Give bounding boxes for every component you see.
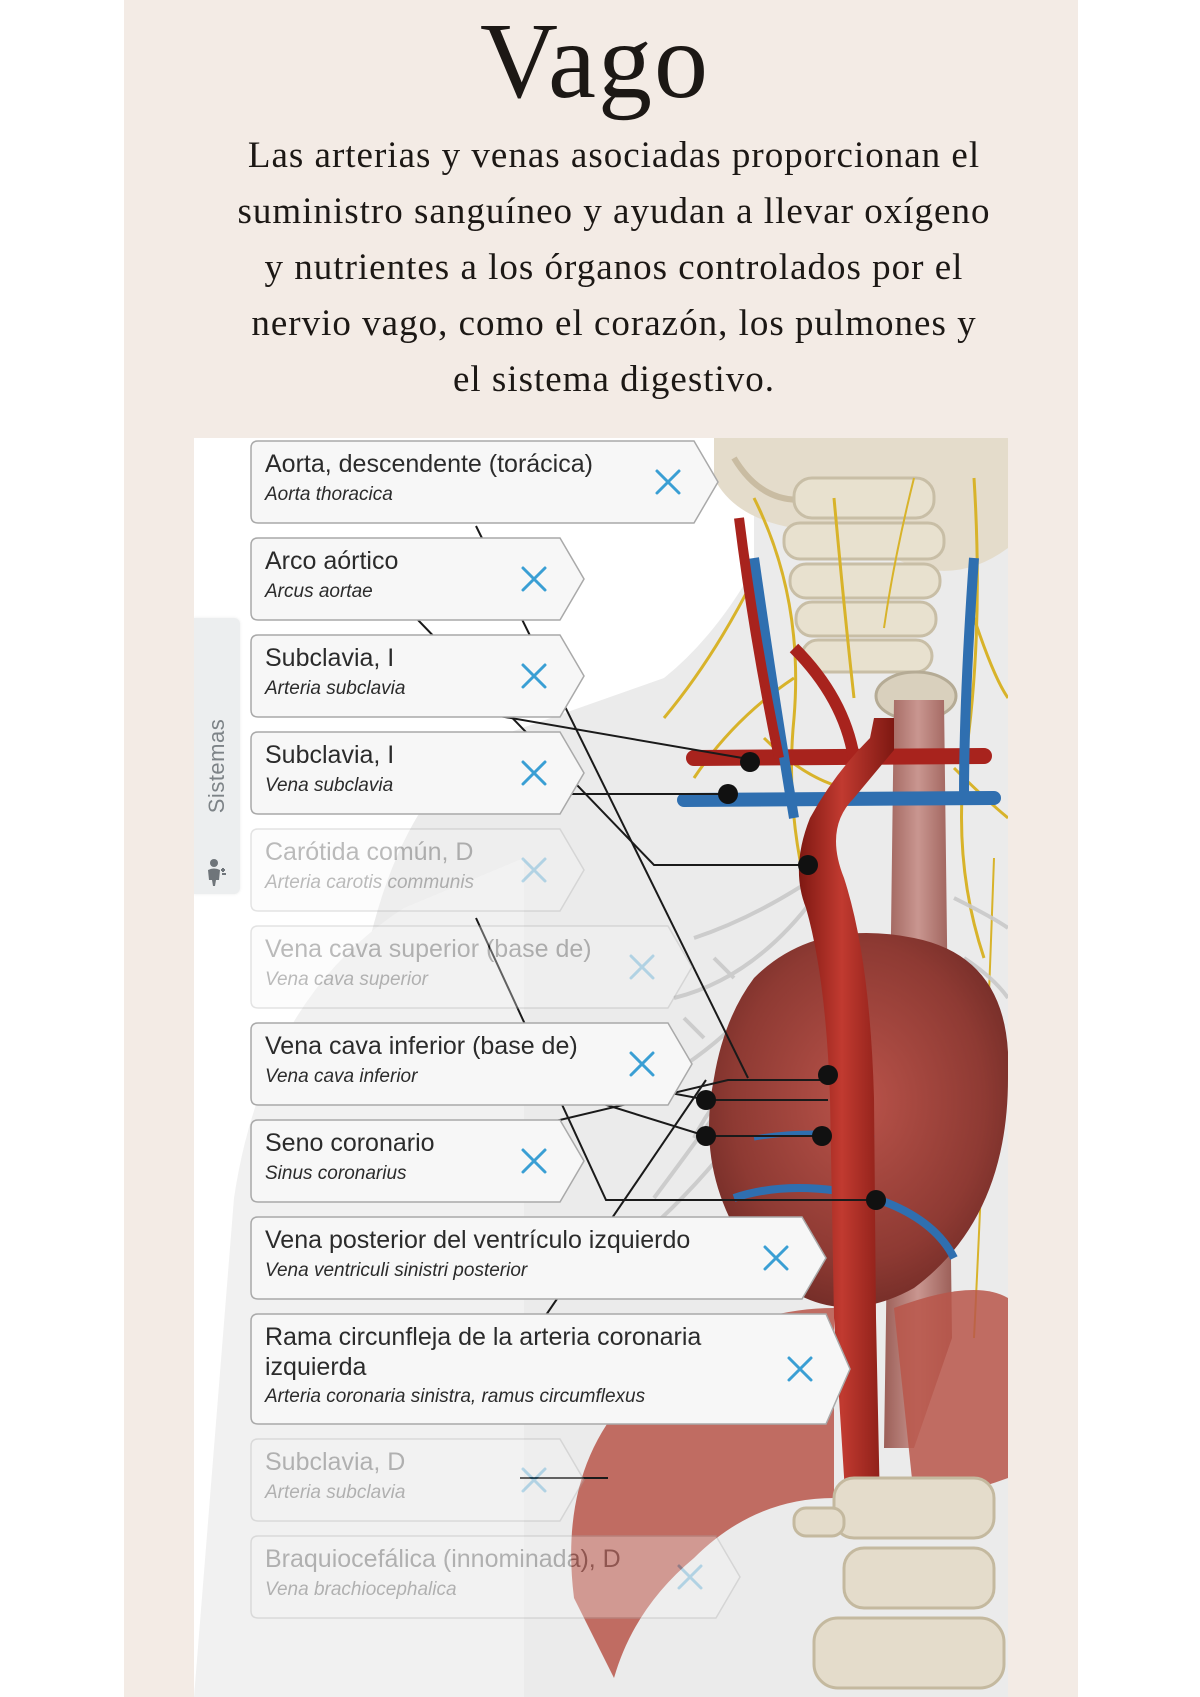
label-card-latin: Vena cava superior <box>265 969 429 990</box>
label-card-frame <box>250 1313 851 1425</box>
page-subtitle: Las arterias y venas asociadas proporcio… <box>237 135 991 400</box>
label-card[interactable]: Rama circunfleja de la arteria coronaria… <box>250 1313 851 1425</box>
label-card-name: Vena posterior del ventrículo izquierdo <box>265 1226 691 1254</box>
label-card-name: Subclavia, D <box>265 1448 406 1476</box>
label-card-latin: Arteria subclavia <box>265 678 406 699</box>
label-card-latin: Arteria coronaria sinistra, ramus circum… <box>265 1386 646 1407</box>
close-icon[interactable] <box>758 1240 794 1276</box>
close-icon[interactable] <box>624 949 660 985</box>
label-card-latin: Arteria subclavia <box>265 1482 406 1503</box>
close-icon[interactable] <box>672 1559 708 1595</box>
label-card-frame <box>250 1438 585 1522</box>
label-card-frame <box>250 731 585 815</box>
label-card[interactable]: Carótida común, D Arteria carotis communi… <box>250 828 585 912</box>
page-title: Vago <box>480 2 710 121</box>
label-card-name: Seno coronario <box>265 1129 435 1157</box>
label-card[interactable]: Subclavia, I Vena subclavia <box>250 731 585 815</box>
label-card[interactable]: Vena cava inferior (base de) Vena cava in… <box>250 1022 693 1106</box>
label-card-name: Subclavia, I <box>265 741 395 769</box>
label-card-latin: Sinus coronarius <box>265 1163 407 1184</box>
label-card-latin: Arteria carotis communis <box>265 872 475 893</box>
label-card-frame <box>250 440 719 524</box>
close-icon[interactable] <box>516 1143 552 1179</box>
label-card-name: Vena cava inferior (base de) <box>265 1032 578 1060</box>
label-card[interactable]: Aorta, descendente (torácica) Aorta thora… <box>250 440 719 524</box>
label-card-latin: Vena brachiocephalica <box>265 1579 457 1600</box>
label-card-latin: Vena cava inferior <box>265 1066 418 1087</box>
label-card[interactable]: Subclavia, I Arteria subclavia <box>250 634 585 718</box>
label-card[interactable]: Subclavia, D Arteria subclavia <box>250 1438 585 1522</box>
close-icon[interactable] <box>516 755 552 791</box>
label-card-frame <box>250 1022 693 1106</box>
label-card-latin: Aorta thoracica <box>265 484 393 505</box>
label-card-name: Carótida común, D <box>265 838 474 866</box>
label-card-name: Braquiocefálica (innominada), D <box>265 1545 621 1573</box>
label-card-frame <box>250 925 693 1009</box>
aorta <box>798 718 894 1508</box>
label-card[interactable]: Braquiocefálica (innominada), D Vena brac… <box>250 1535 741 1619</box>
close-icon[interactable] <box>624 1046 660 1082</box>
label-card-name: Subclavia, I <box>265 644 395 672</box>
label-card-frame <box>250 634 585 718</box>
label-card-latin: Vena ventriculi sinistri posterior <box>265 1260 528 1281</box>
systems-panel-tab[interactable]: Sistemas <box>194 618 240 894</box>
person-layers-icon[interactable] <box>205 858 229 886</box>
label-markers <box>696 752 886 1210</box>
anatomy-viewer[interactable]: Sistemas Aorta, descendente (torácica)Ao… <box>194 438 1008 1697</box>
close-icon[interactable] <box>516 852 552 888</box>
label-card-name: Aorta, descendente (torácica) <box>265 450 593 478</box>
label-card-name: Arco aórtico <box>265 547 399 575</box>
close-icon[interactable] <box>650 464 686 500</box>
label-card-frame <box>250 537 585 621</box>
label-card-frame <box>250 828 585 912</box>
label-card[interactable]: Vena cava superior (base de) Vena cava su… <box>250 925 693 1009</box>
label-card-latin: Vena subclavia <box>265 775 394 796</box>
close-icon[interactable] <box>516 1462 552 1498</box>
thoracic-spine <box>792 1476 1006 1690</box>
close-icon[interactable] <box>516 561 552 597</box>
label-card-frame <box>250 1535 741 1619</box>
label-card-latin: Arcus aortae <box>265 581 373 602</box>
close-icon[interactable] <box>782 1351 818 1387</box>
label-card-frame <box>250 1216 827 1300</box>
slide-page: Vago Las arterias y venas asociadas prop… <box>124 0 1078 1697</box>
systems-label: Sistemas <box>204 718 229 814</box>
label-card-frame <box>250 1119 585 1203</box>
label-card-name: Rama circunfleja de la arteria coronaria… <box>265 1323 702 1381</box>
label-card-name: Vena cava superior (base de) <box>265 935 592 963</box>
close-icon[interactable] <box>516 658 552 694</box>
